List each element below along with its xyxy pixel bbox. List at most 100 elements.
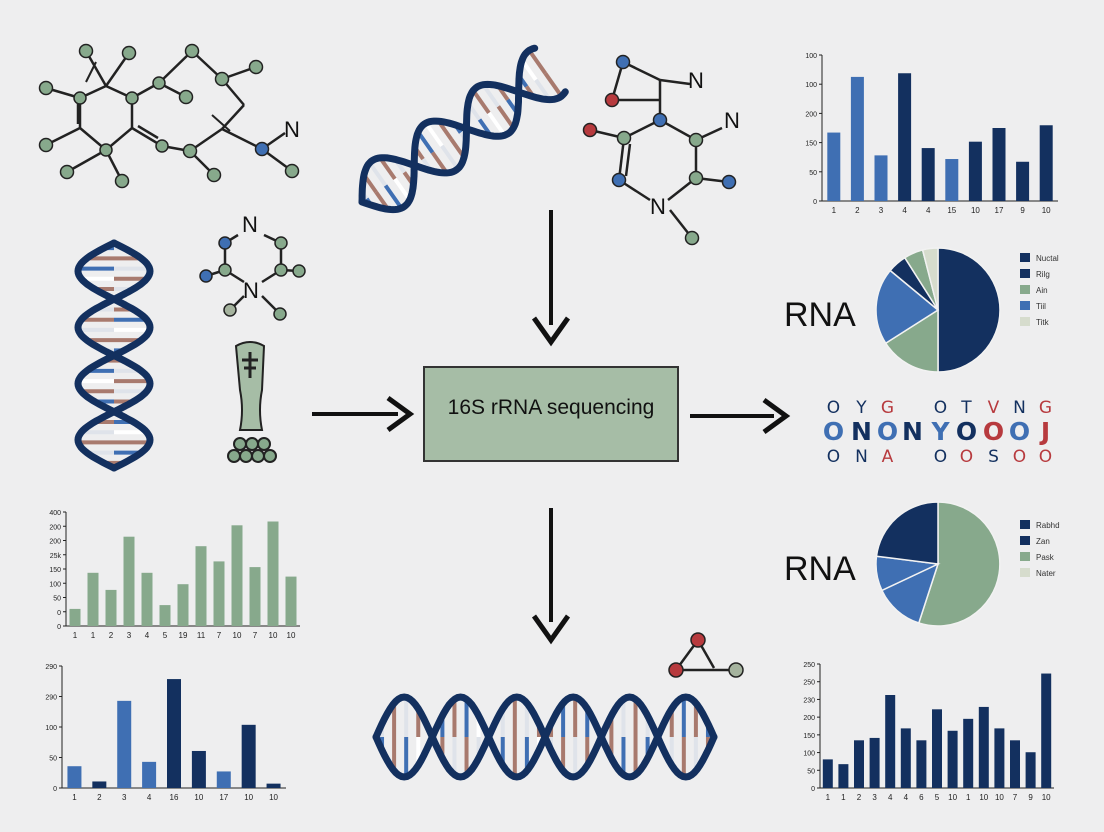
x-tick-label: 10 (269, 793, 278, 802)
sequence-letter: O (960, 447, 974, 467)
sequence-letter: O (1013, 447, 1027, 467)
bar (67, 766, 82, 788)
x-tick-label: 3 (127, 631, 132, 640)
legend-swatch (1020, 301, 1030, 310)
x-tick-label: 5 (163, 631, 168, 640)
x-tick-label: 10 (287, 631, 296, 640)
dna-rung (487, 111, 507, 137)
x-tick-label: 17 (219, 793, 228, 802)
bar (159, 605, 171, 626)
y-tick-label: 250 (803, 662, 815, 669)
x-tick-label: 4 (926, 206, 931, 215)
rna-label-bottom: RNA (784, 550, 856, 588)
bar (241, 724, 256, 788)
y-tick-label: 50 (807, 768, 815, 775)
y-tick-label: 200 (49, 539, 61, 546)
dna-helix-vertical (74, 239, 154, 472)
dna-strand (358, 80, 569, 206)
x-tick-label: 2 (857, 793, 862, 802)
atom-label-n-right: N (724, 108, 740, 133)
x-tick-label: 1 (826, 793, 831, 802)
x-tick-label: 9 (1028, 793, 1033, 802)
bar (932, 709, 942, 788)
legend-label: Rabhd (1036, 521, 1060, 530)
bar (177, 584, 189, 626)
sequence-letter: A (882, 447, 895, 467)
legend-swatch (1020, 317, 1030, 326)
x-tick-label: 4 (145, 631, 150, 640)
x-tick-label: 16 (170, 793, 179, 802)
bar (827, 132, 841, 201)
legend-label: Tiil (1036, 302, 1046, 311)
pie-slice (875, 269, 940, 345)
bar (1016, 161, 1030, 201)
legend-swatch (1020, 269, 1030, 278)
x-tick-label: 2 (855, 206, 860, 215)
y-tick-label: 100 (45, 725, 57, 732)
bar (1039, 125, 1053, 201)
atoms-top-left (38, 43, 300, 189)
bar (285, 576, 297, 626)
sequence-letter: S (988, 447, 1000, 467)
y-tick-label: 0 (57, 624, 61, 631)
bar (266, 783, 281, 788)
atom-label-n-bottom: N (650, 194, 666, 219)
bar (838, 764, 849, 788)
y-tick-label: 150 (49, 567, 61, 574)
dna-rung (527, 49, 547, 75)
bar (947, 730, 958, 788)
bar (267, 521, 279, 626)
x-tick-label: 7 (217, 631, 222, 640)
dna-rung (440, 144, 460, 170)
sequence-letter: G (1039, 398, 1053, 418)
x-tick-label: 10 (194, 793, 203, 802)
x-tick-label: 11 (197, 631, 206, 640)
legend-label: Nuctal (1036, 254, 1059, 263)
bar (249, 567, 261, 626)
bar (191, 750, 206, 788)
arrow-down-bottom (531, 508, 571, 645)
x-tick-label: 1 (73, 631, 78, 640)
x-tick-label: 10 (244, 793, 253, 802)
bar (916, 740, 927, 788)
x-tick-label: 9 (1020, 206, 1025, 215)
process-label: 16S rRNA sequencing (448, 396, 655, 419)
y-tick-label: 100 (805, 82, 817, 89)
sequence-letter: O (956, 417, 978, 446)
dna-helix-diagonal (358, 44, 569, 214)
bar (898, 73, 912, 201)
dna-helix-horizontal (372, 693, 718, 781)
bar (216, 771, 231, 788)
x-tick-label: 10 (971, 206, 980, 215)
x-tick-label: 17 (995, 206, 1004, 215)
bar (123, 536, 135, 626)
legend-label: Zan (1036, 537, 1050, 546)
y-tick-label: 150 (803, 733, 815, 740)
atom-label-n-top: N (688, 68, 704, 93)
y-tick-label: 100 (803, 751, 815, 758)
x-tick-label: 10 (233, 631, 242, 640)
bar (1041, 673, 1052, 788)
bar (142, 761, 157, 788)
dna-rung (496, 105, 516, 130)
bar (92, 781, 107, 788)
x-tick-label: 19 (179, 631, 188, 640)
bar (1025, 752, 1036, 788)
x-tick-label: 4 (902, 206, 907, 215)
bar (850, 76, 864, 201)
legend-swatch (1020, 568, 1030, 577)
x-tick-label: 1 (966, 793, 971, 802)
x-tick-label: 7 (1013, 793, 1018, 802)
x-tick-label: 4 (147, 793, 152, 802)
legend-label: Ain (1036, 286, 1048, 295)
bar (69, 608, 81, 626)
y-tick-label: 50 (53, 596, 61, 603)
dna-rung (481, 83, 500, 108)
x-tick-label: 1 (832, 206, 837, 215)
bar (105, 589, 117, 626)
sequence-letter: N (851, 417, 873, 446)
x-tick-label: 3 (879, 206, 884, 215)
legend-label: Nater (1036, 569, 1056, 578)
